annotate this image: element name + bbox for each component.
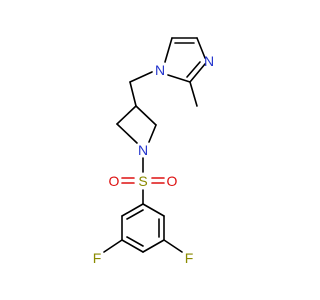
bond-c2-n1 xyxy=(167,74,191,83)
bond-ph-4 xyxy=(142,239,165,253)
bond-c-f-left xyxy=(103,239,123,253)
atom-n-imidazole-1: N xyxy=(155,62,165,78)
atom-fluorine-left: F xyxy=(93,250,102,266)
atom-oxygen-right: O xyxy=(167,173,178,189)
bond-ph-6 xyxy=(142,203,165,217)
bond-c3-c2 xyxy=(116,105,137,125)
bond-n3-c2 xyxy=(189,63,206,83)
bond-ph-3 xyxy=(121,239,144,253)
atom-n-imidazole-3: N xyxy=(204,53,214,69)
bond-ph-1 xyxy=(121,203,144,217)
bond-c2-n1 xyxy=(116,123,138,144)
azetidine-ring xyxy=(116,105,157,144)
imidazole-ring xyxy=(164,37,206,83)
bond-n1-ch2 xyxy=(129,71,153,83)
bond-methyl xyxy=(189,81,198,107)
atom-fluorine-right: F xyxy=(185,250,194,266)
bond-n1-c5 xyxy=(164,37,173,63)
bond-n1-c4 xyxy=(148,124,157,143)
atom-oxygen-left: O xyxy=(109,173,120,189)
bond-c-f-right xyxy=(163,239,183,253)
phenyl-ring xyxy=(121,203,165,253)
atom-sulfur: S xyxy=(138,173,147,189)
bond-ph-3-double xyxy=(126,236,144,247)
bond-n3-c2-double xyxy=(186,61,201,78)
atom-n-azetidine: N xyxy=(138,142,148,158)
bond-c4-n3 xyxy=(196,37,206,59)
molecule-structure: N N N S O O F F xyxy=(93,37,214,266)
bond-ph-1-double xyxy=(126,209,144,220)
bond-c4-c3 xyxy=(135,105,157,126)
bond-ch2-azetidine xyxy=(129,81,137,107)
